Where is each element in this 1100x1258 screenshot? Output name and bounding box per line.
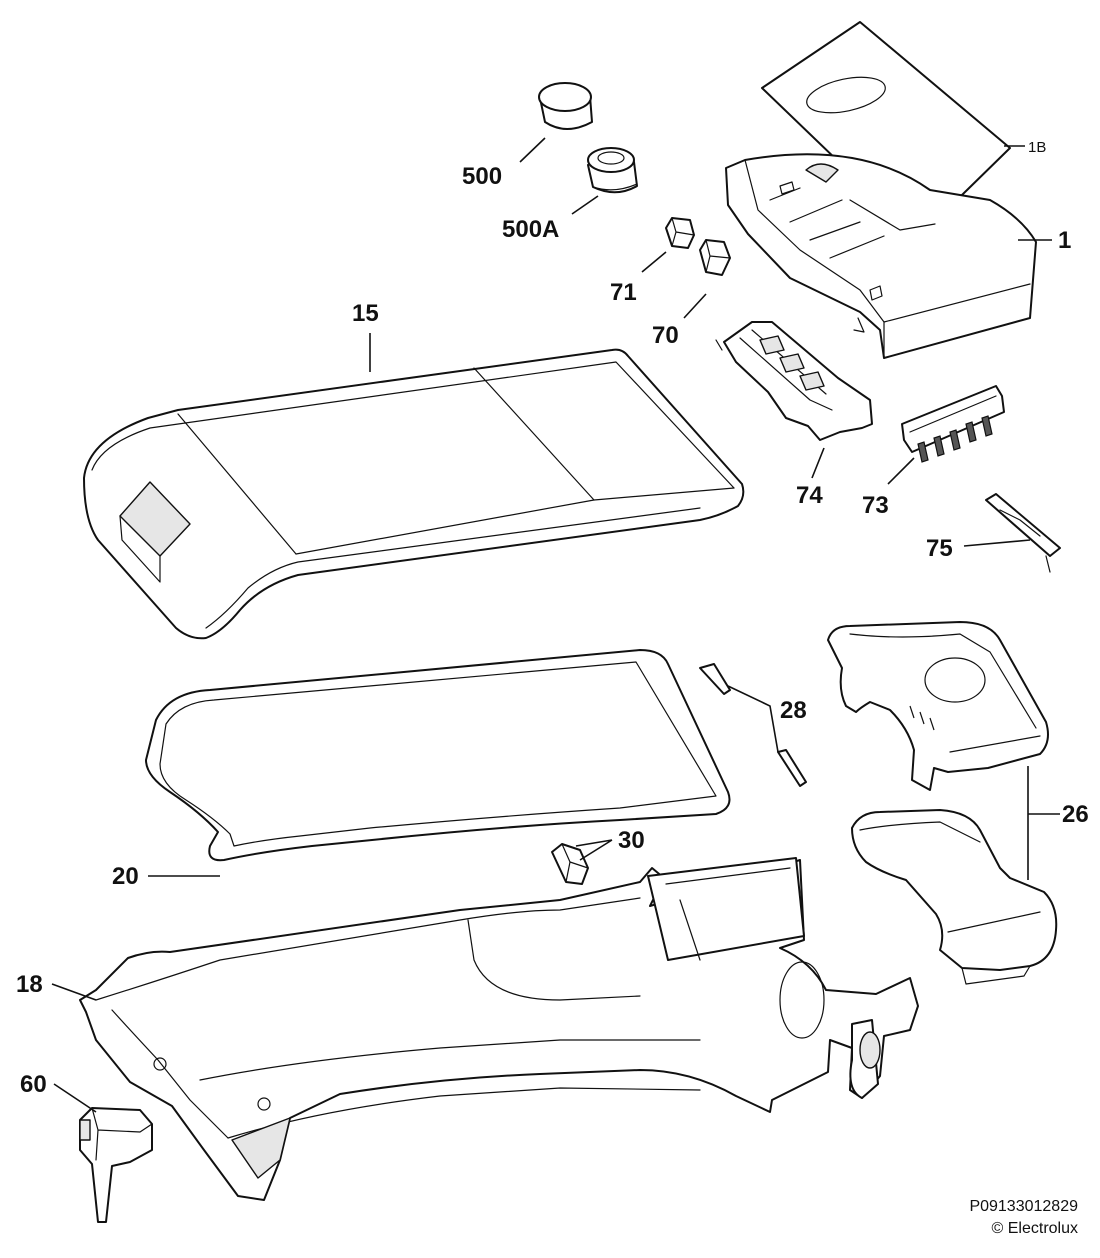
callout-71: 71 (610, 279, 637, 306)
callout-1: 1 (1058, 227, 1071, 254)
callout-20: 20 (112, 863, 139, 890)
callout-15: 15 (352, 300, 379, 327)
copyright-text: © Electrolux (991, 1220, 1078, 1237)
part-500A-knob (587, 147, 638, 194)
callout-1B: 1B (1028, 139, 1046, 156)
part-70-switch (699, 239, 731, 276)
part-15-lid (83, 348, 745, 640)
part-60-handle (79, 1107, 153, 1223)
callout-500: 500 (462, 163, 502, 190)
callout-75: 75 (926, 535, 953, 562)
part-71-switch (665, 217, 695, 249)
part-73-connector (901, 385, 1005, 463)
part-1-control-panel (725, 153, 1037, 359)
callout-70: 70 (652, 322, 679, 349)
part-75-clip (985, 493, 1061, 573)
part-18-dispenser-housing (79, 857, 919, 1201)
callout-74: 74 (796, 482, 823, 509)
callout-30: 30 (618, 827, 645, 854)
part-20-gasket (145, 649, 731, 862)
callout-60: 60 (20, 1071, 47, 1098)
part-74-holder (715, 321, 873, 441)
callout-28: 28 (780, 697, 807, 724)
callout-500A: 500A (502, 216, 559, 243)
part-28-screws (699, 663, 807, 787)
part-30-clip (551, 843, 589, 885)
leader-lines (51, 137, 1060, 1113)
part-500-cap (538, 82, 593, 130)
callout-18: 18 (16, 971, 43, 998)
callout-73: 73 (862, 492, 889, 519)
part-26-dispenser-bottom (851, 809, 1058, 985)
callout-26: 26 (1062, 801, 1089, 828)
part-26-dispenser-top (827, 621, 1049, 791)
drawing-code: P09133012829 (969, 1198, 1078, 1215)
